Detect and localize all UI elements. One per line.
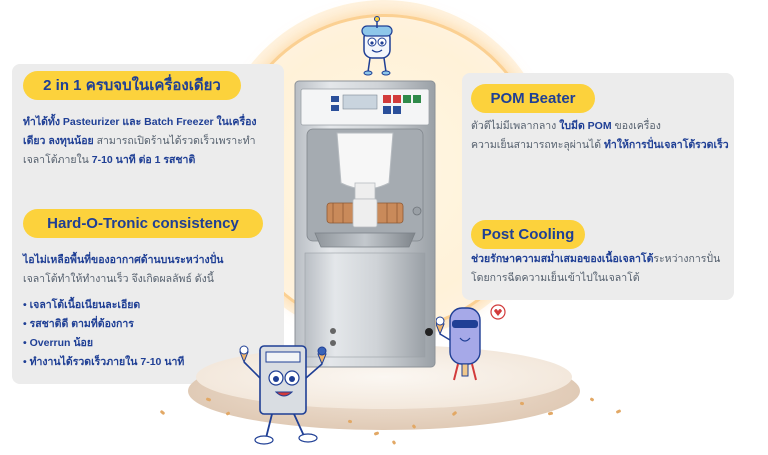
result-bullet-list: • เจลาโต้เนื้อเนียนละเอียด • รสชาติดี ตา… [23, 296, 184, 372]
feature-title-2in1: 2 in 1 ครบจบในเครื่องเดียว [23, 71, 241, 100]
sprinkle [615, 409, 622, 414]
list-item: • รสชาติดี ตามที่ต้องการ [23, 318, 134, 330]
sprinkle [589, 397, 595, 402]
list-item: • เจลาโต้เนื้อเนียนละเอียด [23, 299, 141, 311]
sprinkle [373, 431, 380, 436]
feature-title-pom-beater: POM Beater [471, 84, 595, 113]
feature-title-post-cooling: Post Cooling [471, 220, 585, 249]
sprinkle [159, 409, 166, 416]
gelato-machine-image [294, 80, 436, 368]
feature-desc-pom-beater: ตัวตีไม่มีเพลากลาง ใบมีด POM ของเครื่อง … [471, 120, 729, 151]
feature-desc-post-cooling: ช่วยรักษาความสม่ำเสมอของเนื้อเจลาโต้ระหว… [471, 253, 721, 284]
feature-desc-hard-o-tronic: ไอไม่เหลือพื้นที่ของอากาศด้านบนระหว่างปั… [23, 254, 224, 285]
feature-desc-2in1: ทำได้ทั้ง Pasteurizer และ Batch Freezer … [23, 116, 257, 166]
mascot-popsicle-character [436, 304, 506, 381]
list-item: • Overrun น้อย [23, 337, 93, 349]
mascot-machine-character [239, 345, 327, 445]
sprinkle [391, 440, 397, 445]
sprinkle [347, 419, 353, 424]
list-item: • ทำงานได้รวดเร็วภายใน 7-10 นาที [23, 356, 185, 368]
feature-title-hard-o-tronic: Hard-O-Tronic consistency [23, 209, 263, 238]
decorative-dot [425, 328, 433, 336]
mascot-cup-character [361, 16, 393, 76]
sprinkle [547, 411, 554, 416]
